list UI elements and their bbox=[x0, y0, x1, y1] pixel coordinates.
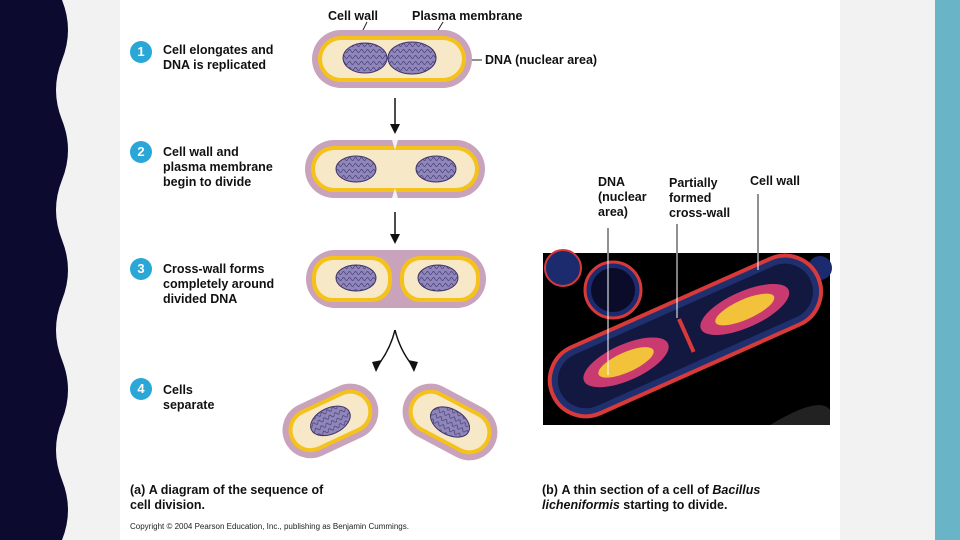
caption-b-tail: starting to divide. bbox=[623, 498, 728, 512]
cell-step-1 bbox=[312, 30, 472, 88]
step-3-text: Cross-wall forms completely around divid… bbox=[163, 262, 275, 306]
micro-label-cross-wall: Partially formed cross-wall bbox=[669, 176, 731, 220]
micro-label-cell-wall: Cell wall bbox=[750, 174, 801, 188]
label-plasma-membrane: Plasma membrane bbox=[412, 9, 523, 23]
right-decorative-band bbox=[935, 0, 960, 540]
cell-step-2 bbox=[305, 140, 485, 198]
caption-a-text: A diagram of the sequence of cell divisi… bbox=[130, 483, 324, 512]
label-cell-wall: Cell wall bbox=[328, 9, 379, 23]
cell-step-3 bbox=[306, 250, 486, 308]
cell-division-diagram bbox=[282, 21, 832, 461]
slide-content: 1 Cell elongates and DNA is replicated 2… bbox=[120, 0, 840, 540]
cell-step-4-right bbox=[402, 383, 498, 461]
micro-label-dna: DNA (nuclear area) bbox=[598, 175, 647, 219]
caption-b-letter: (b) bbox=[542, 483, 558, 497]
caption-b-species: Bacillus licheniformis bbox=[542, 483, 761, 512]
step-4-badge: 4 bbox=[130, 378, 152, 400]
step-1-badge: 1 bbox=[130, 41, 152, 63]
copyright-notice: Copyright © 2004 Pearson Education, Inc.… bbox=[130, 522, 409, 531]
step-3-badge: 3 bbox=[130, 258, 152, 280]
caption-a: (a) A diagram of the sequence of cell di… bbox=[130, 483, 340, 513]
label-dna-nuclear-area: DNA (nuclear area) bbox=[485, 53, 598, 67]
step-2-badge: 2 bbox=[130, 141, 152, 163]
caption-a-letter: (a) bbox=[130, 483, 146, 497]
left-decorative-band bbox=[0, 0, 68, 540]
step-2-text: Cell wall and plasma membrane begin to d… bbox=[163, 145, 273, 189]
caption-b: (b) A thin section of a cell of Bacillus… bbox=[542, 483, 782, 513]
caption-b-text: A thin section of a cell of bbox=[561, 483, 709, 497]
micrograph-image bbox=[543, 249, 832, 425]
cell-step-4-left bbox=[282, 383, 379, 459]
step-1-text: Cell elongates and DNA is replicated bbox=[163, 43, 274, 72]
step-4-text: Cells separate bbox=[163, 383, 215, 412]
